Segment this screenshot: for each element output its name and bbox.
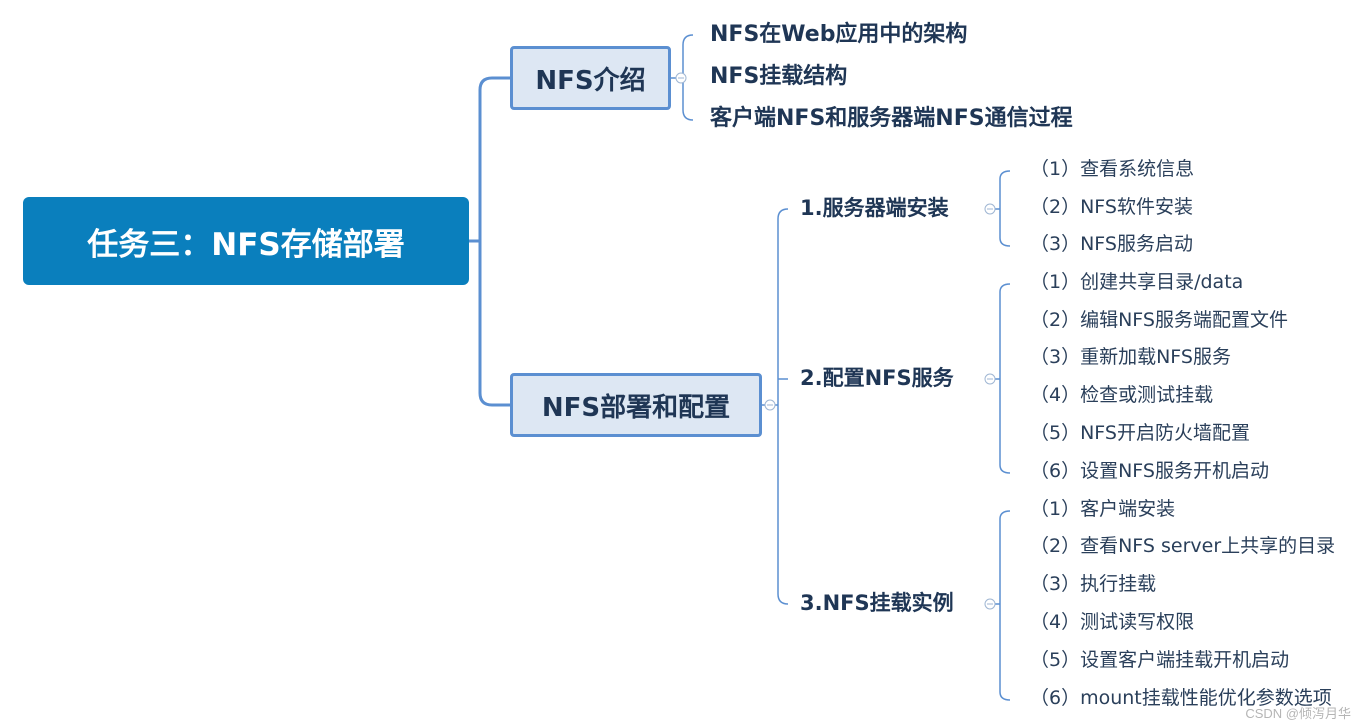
list-item[interactable]: （3）NFS服务启动 xyxy=(1030,233,1193,255)
watermark: CSDN @倾泻月华 xyxy=(1245,706,1351,721)
intro-item[interactable]: NFS在Web应用中的架构 xyxy=(710,22,968,47)
list-item[interactable]: （1）查看系统信息 xyxy=(1030,158,1195,180)
root-node[interactable]: 任务三：NFS存储部署 xyxy=(23,197,469,285)
branch-node-intro[interactable]: NFS介绍 xyxy=(510,46,671,110)
intro-item[interactable]: NFS挂载结构 xyxy=(710,64,848,89)
list-item[interactable]: （2）查看NFS server上共享的目录 xyxy=(1030,535,1336,557)
list-item[interactable]: （5）NFS开启防火墙配置 xyxy=(1030,422,1250,444)
connector-root-branches xyxy=(467,76,512,407)
group-label-server-install[interactable]: 1.服务器端安装 xyxy=(800,196,949,220)
branch-node-deploy[interactable]: NFS部署和配置 xyxy=(510,373,762,437)
list-item[interactable]: （2）编辑NFS服务端配置文件 xyxy=(1030,309,1288,331)
list-item[interactable]: （3）重新加载NFS服务 xyxy=(1030,346,1231,368)
list-item[interactable]: （5）设置客户端挂载开机启动 xyxy=(1030,649,1290,671)
list-item[interactable]: （1）创建共享目录/data xyxy=(1030,271,1244,293)
group-label-mount-example[interactable]: 3.NFS挂载实例 xyxy=(800,591,954,615)
branch-label: NFS部署和配置 xyxy=(541,392,731,423)
branch-label: NFS介绍 xyxy=(535,65,646,96)
list-item[interactable]: （4）检查或测试挂载 xyxy=(1030,384,1214,406)
group-label-configure-nfs[interactable]: 2.配置NFS服务 xyxy=(800,366,954,390)
intro-item[interactable]: 客户端NFS和服务器端NFS通信过程 xyxy=(710,106,1073,131)
list-item[interactable]: （4）测试读写权限 xyxy=(1030,611,1195,633)
root-label: 任务三：NFS存储部署 xyxy=(87,226,405,263)
list-item[interactable]: （1）客户端安装 xyxy=(1030,498,1176,520)
list-item[interactable]: （6）设置NFS服务开机启动 xyxy=(1030,460,1269,482)
list-item[interactable]: （3）执行挂载 xyxy=(1030,573,1157,595)
list-item[interactable]: （2）NFS软件安装 xyxy=(1030,196,1193,218)
list-item[interactable]: （6）mount挂载性能优化参数选项 xyxy=(1030,687,1332,709)
